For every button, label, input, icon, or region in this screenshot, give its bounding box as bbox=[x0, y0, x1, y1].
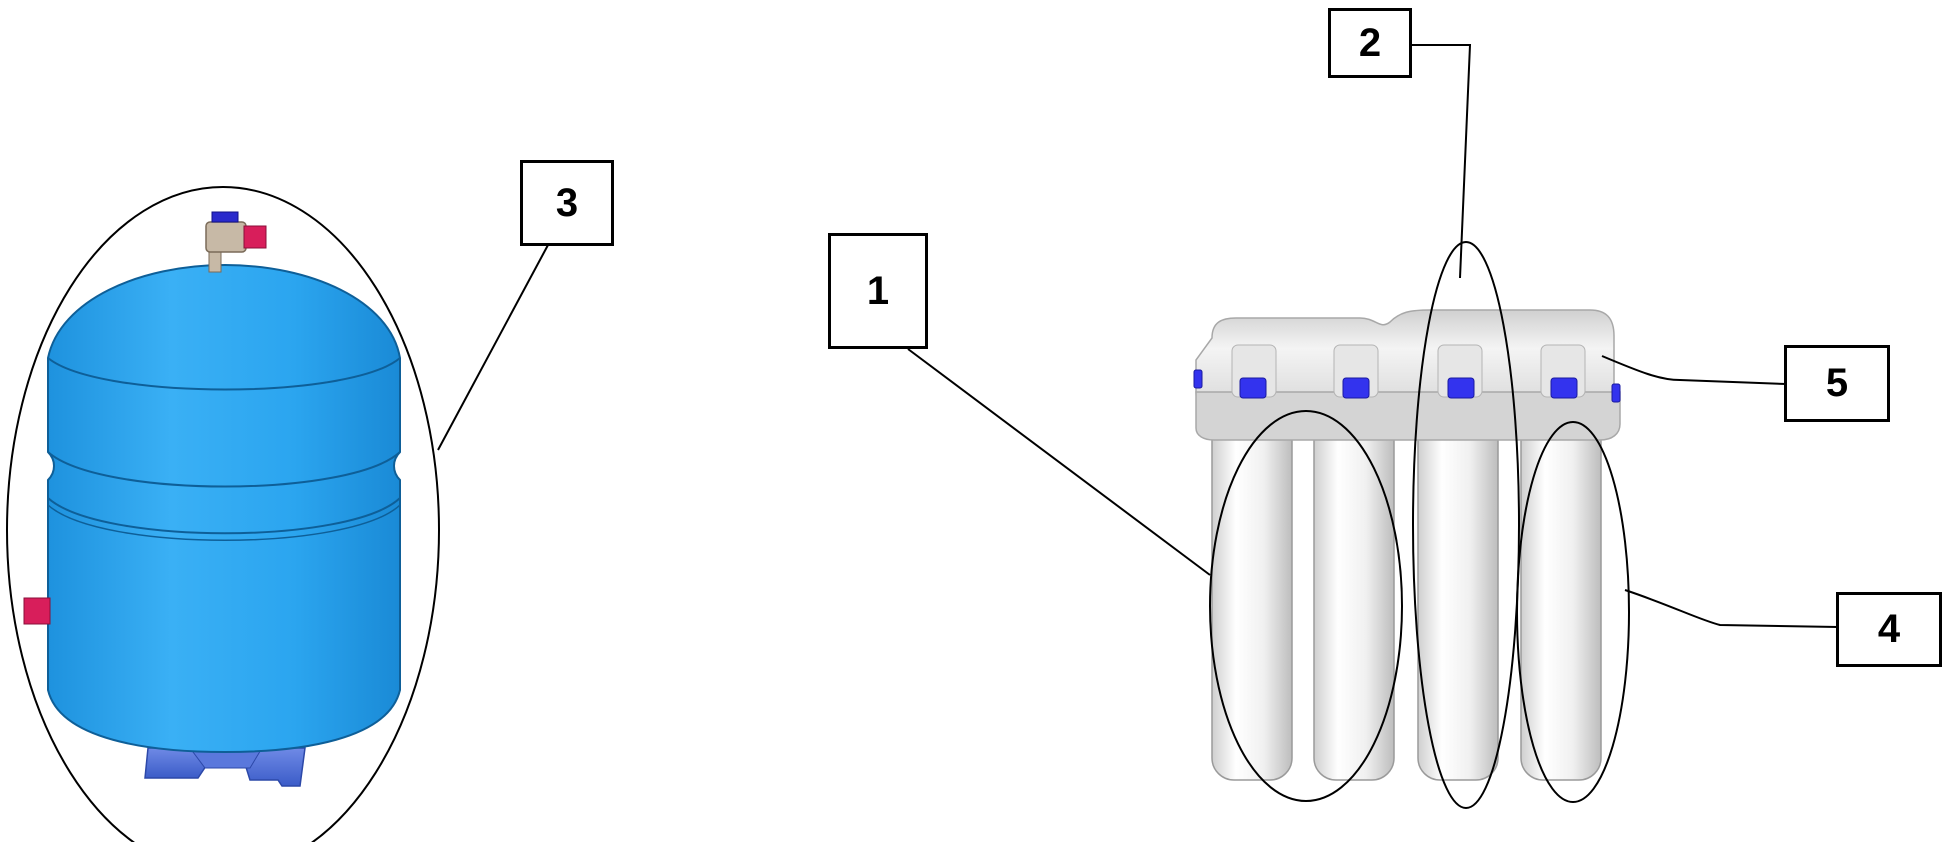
callout-4-box: 4 bbox=[1836, 592, 1942, 667]
callout-3-label: 3 bbox=[555, 180, 579, 225]
callout-4-ellipse bbox=[1516, 421, 1630, 803]
filter-blue-caps bbox=[1193, 369, 1621, 403]
callout-2-box: 2 bbox=[1328, 8, 1412, 78]
callout-1-ellipse bbox=[1209, 410, 1403, 802]
callout-5-label: 5 bbox=[1825, 361, 1849, 405]
tank-body bbox=[47, 263, 401, 754]
callout-1-box: 1 bbox=[828, 233, 928, 349]
callout-3-ellipse bbox=[6, 186, 440, 842]
leader-3 bbox=[437, 244, 549, 451]
tank-seam-lower-2 bbox=[47, 504, 401, 541]
tank-seam-upper bbox=[47, 357, 401, 391]
callout-3-box: 3 bbox=[520, 160, 614, 246]
callout-2-ellipse bbox=[1412, 241, 1520, 809]
tank-valve-icon bbox=[205, 211, 267, 273]
leader-2 bbox=[1412, 44, 1472, 279]
tank-seam-lower-1 bbox=[47, 497, 401, 535]
callout-2-label: 2 bbox=[1358, 20, 1382, 65]
callout-5-box: 5 bbox=[1784, 345, 1890, 422]
filter-unit-icon bbox=[1193, 309, 1621, 781]
leader-4 bbox=[1624, 589, 1839, 628]
leader-lines bbox=[437, 44, 1839, 628]
tank-seam-middle bbox=[47, 451, 401, 488]
callout-4-label: 4 bbox=[1877, 607, 1901, 651]
tank-base bbox=[144, 747, 306, 787]
leader-1 bbox=[907, 348, 1211, 576]
leader-5 bbox=[1601, 355, 1787, 385]
tank-side-fitting bbox=[23, 597, 51, 625]
callout-1-label: 1 bbox=[866, 268, 890, 313]
pressure-tank-icon bbox=[23, 211, 401, 787]
